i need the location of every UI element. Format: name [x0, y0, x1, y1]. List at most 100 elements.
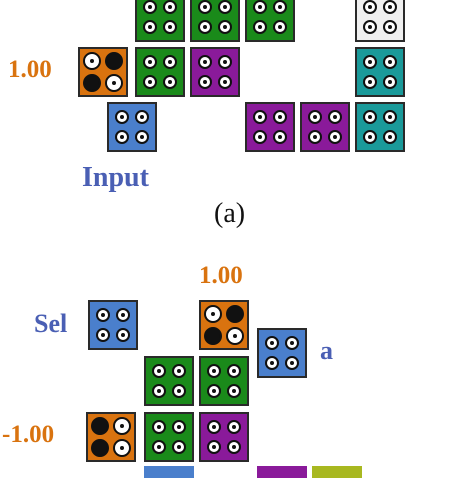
caption-a: (a) — [214, 198, 246, 229]
tile-green — [135, 0, 185, 42]
open-dot — [218, 75, 232, 89]
tile-teal — [355, 102, 405, 152]
open-dot — [363, 20, 377, 34]
tile-green — [190, 0, 240, 42]
open-dot — [96, 308, 110, 322]
tile-purple — [190, 47, 240, 97]
open-dot — [363, 55, 377, 69]
tile-blue — [257, 328, 307, 378]
open-dot — [163, 55, 177, 69]
tile-green — [144, 356, 194, 406]
open-dot — [253, 130, 267, 144]
open-dot — [207, 440, 221, 454]
tile-green — [135, 47, 185, 97]
open-dot — [253, 0, 267, 14]
open-dot — [198, 75, 212, 89]
open-dot — [227, 384, 241, 398]
tile-purple — [300, 102, 350, 152]
sel-label: Sel — [34, 309, 68, 338]
open-dot — [143, 0, 157, 14]
open-dot — [163, 20, 177, 34]
open-dot — [172, 440, 186, 454]
open-dot — [163, 0, 177, 14]
open-dot — [116, 328, 130, 342]
open-dot — [265, 336, 279, 350]
open-dot — [143, 75, 157, 89]
tile-purple — [199, 412, 249, 462]
top-value-label: 1.00 — [199, 262, 243, 289]
tile-blue — [88, 300, 138, 350]
open-dot — [152, 364, 166, 378]
value-label: 1.00 — [8, 56, 52, 83]
open-dot — [105, 74, 123, 92]
open-dot — [143, 55, 157, 69]
open-dot — [363, 0, 377, 14]
open-dot — [113, 417, 131, 435]
open-dot — [253, 110, 267, 124]
input-label: Input — [82, 162, 149, 193]
open-dot — [308, 110, 322, 124]
tile-edge-blue — [144, 466, 194, 478]
open-dot — [273, 20, 287, 34]
open-dot — [115, 110, 129, 124]
open-dot — [383, 55, 397, 69]
open-dot — [198, 0, 212, 14]
open-dot — [383, 20, 397, 34]
tile-edge-purple — [257, 466, 307, 478]
open-dot — [227, 420, 241, 434]
tile-edge-olive — [312, 466, 362, 478]
open-dot — [363, 130, 377, 144]
open-dot — [163, 75, 177, 89]
open-dot — [113, 439, 131, 457]
open-dot — [265, 356, 279, 370]
open-dot — [383, 0, 397, 14]
open-dot — [172, 384, 186, 398]
open-dot — [135, 130, 149, 144]
open-dot — [273, 130, 287, 144]
tile-orange — [199, 300, 249, 350]
open-dot — [273, 0, 287, 14]
open-dot — [135, 110, 149, 124]
open-dot — [226, 327, 244, 345]
open-dot — [253, 20, 267, 34]
filled-dot — [91, 439, 109, 457]
tile-blue — [107, 102, 157, 152]
filled-dot — [226, 305, 244, 323]
open-dot — [218, 55, 232, 69]
filled-dot — [83, 74, 101, 92]
tile-orange — [86, 412, 136, 462]
tile-teal — [355, 47, 405, 97]
filled-dot — [105, 52, 123, 70]
open-dot — [152, 384, 166, 398]
open-dot — [172, 420, 186, 434]
open-dot — [328, 110, 342, 124]
open-dot — [285, 356, 299, 370]
open-dot — [273, 110, 287, 124]
open-dot — [383, 110, 397, 124]
open-dot — [218, 0, 232, 14]
open-dot — [227, 440, 241, 454]
open-dot — [116, 308, 130, 322]
open-dot — [83, 52, 101, 70]
open-dot — [383, 75, 397, 89]
open-dot — [198, 55, 212, 69]
bottom-value-label: -1.00 — [2, 421, 55, 448]
open-dot — [115, 130, 129, 144]
open-dot — [198, 20, 212, 34]
filled-dot — [204, 327, 222, 345]
open-dot — [204, 305, 222, 323]
open-dot — [152, 420, 166, 434]
open-dot — [152, 440, 166, 454]
open-dot — [207, 384, 221, 398]
filled-dot — [91, 417, 109, 435]
open-dot — [218, 20, 232, 34]
tile-green — [144, 412, 194, 462]
open-dot — [383, 130, 397, 144]
tile-purple — [245, 102, 295, 152]
open-dot — [96, 328, 110, 342]
open-dot — [207, 364, 221, 378]
open-dot — [172, 364, 186, 378]
open-dot — [328, 130, 342, 144]
open-dot — [308, 130, 322, 144]
open-dot — [363, 75, 377, 89]
